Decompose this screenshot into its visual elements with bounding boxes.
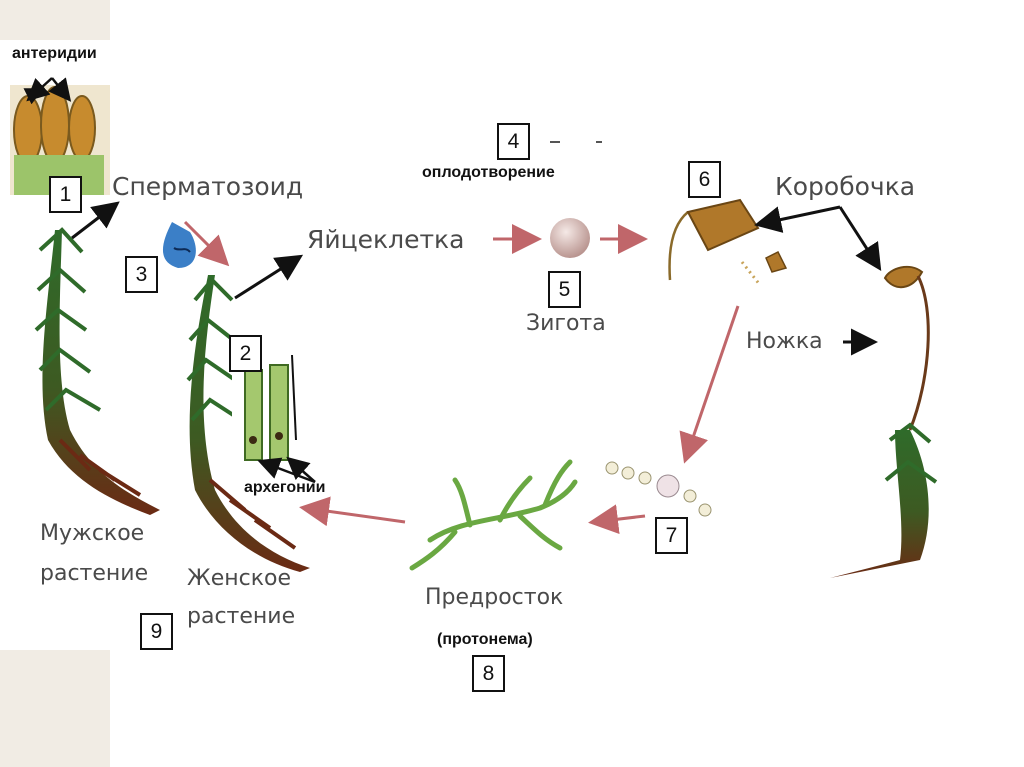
female-plant-illustration bbox=[186, 275, 310, 572]
label-antheridia: антеридии bbox=[12, 45, 97, 62]
label-female: Женское bbox=[187, 566, 291, 591]
corner-strip bbox=[0, 0, 110, 40]
label-egg-cell: Яйцеклетка bbox=[307, 225, 465, 254]
zygote-icon bbox=[550, 218, 590, 258]
archegonia-pointer bbox=[286, 456, 316, 483]
water-drop-icon bbox=[162, 222, 196, 268]
label-stalk: Ножка bbox=[746, 329, 823, 354]
number-box-3: 3 bbox=[125, 256, 158, 293]
label-spermatozoid: Сперматозоид bbox=[112, 172, 304, 201]
corner-strip bbox=[0, 650, 110, 767]
cycle-arrows bbox=[183, 220, 740, 535]
spores-illustration bbox=[605, 461, 712, 517]
number-box-4: 4 bbox=[497, 123, 530, 160]
number-box-1: 1 bbox=[49, 176, 82, 213]
label-male: Мужское bbox=[40, 521, 145, 546]
label-archegonia: архегонии bbox=[244, 479, 326, 496]
number-box-9: 9 bbox=[140, 613, 173, 650]
number-box-6: 6 bbox=[688, 161, 721, 198]
label-fertilization: оплодотворение bbox=[422, 164, 555, 181]
number-box-8: 8 bbox=[472, 655, 505, 692]
pointer-arrows bbox=[71, 201, 882, 356]
label-capsule: Коробочка bbox=[775, 172, 916, 201]
label-zygote: Зигота bbox=[526, 311, 606, 336]
label-male-plant: растение bbox=[40, 561, 149, 586]
label-protonema: (протонема) bbox=[437, 631, 533, 648]
archegonia-illustration bbox=[232, 354, 302, 470]
label-protonema-ru: Предросток bbox=[425, 585, 564, 610]
sporophyte-plant-illustration bbox=[830, 265, 938, 578]
number-box-5: 5 bbox=[548, 271, 581, 308]
open-capsule-illustration bbox=[668, 198, 788, 286]
label-female-plant: растение bbox=[187, 604, 296, 629]
antheridia-pointer bbox=[48, 77, 72, 102]
protonema-illustration bbox=[409, 459, 578, 571]
number-box-2: 2 bbox=[229, 335, 262, 372]
number-box-7: 7 bbox=[655, 517, 688, 554]
male-plant-illustration bbox=[34, 227, 160, 515]
